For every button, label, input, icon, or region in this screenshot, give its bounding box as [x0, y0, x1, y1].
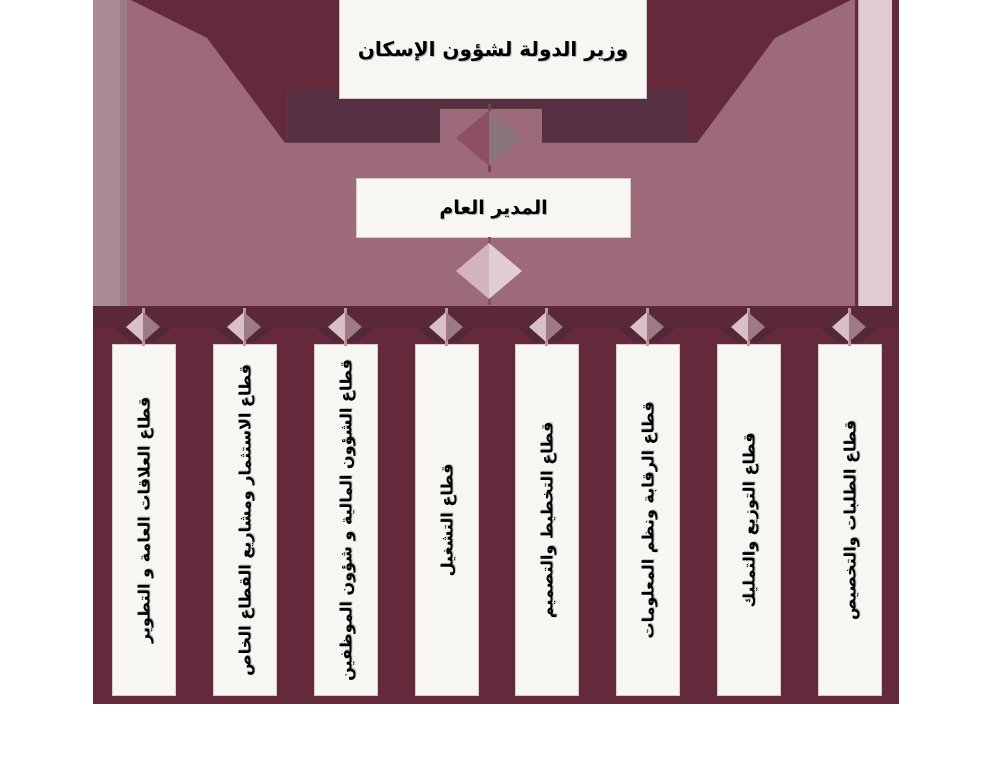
connector-diamond-sector-6 — [630, 308, 664, 346]
diamond-right-face — [489, 243, 522, 299]
sector-box-8[interactable]: قطاع الطلبات والتخصيص — [818, 344, 882, 696]
general-director-label: المدير العام — [439, 197, 548, 219]
sector-box-1[interactable]: قطاع العلاقات العامة و التطوير — [112, 344, 176, 696]
connector-diamond-director-sectors — [456, 237, 522, 305]
sector-box-4[interactable]: قطاع التشغيل — [415, 344, 479, 696]
sector-box-6[interactable]: قطاع الرقابة ونظم المعلومات — [616, 344, 680, 696]
diamond-left-face — [429, 312, 446, 342]
connector-diamond-sector-1 — [126, 308, 160, 346]
diamond-right-face — [748, 312, 765, 342]
sector-label: قطاع التشغيل — [437, 463, 457, 577]
diamond-left-face — [227, 312, 244, 342]
diamond-left-face — [328, 312, 345, 342]
sector-label: قطاع التخطيط والتصميم — [537, 421, 557, 619]
diamond-left-face — [456, 243, 489, 299]
right-pillar — [858, 0, 892, 306]
connector-diamond-sector-2 — [227, 308, 261, 346]
sector-box-2[interactable]: قطاع الاستثمار ومشاريع القطاع الخاص — [213, 344, 277, 696]
sector-label: قطاع الطلبات والتخصيص — [840, 420, 860, 620]
diamond-left-face — [731, 312, 748, 342]
diamond-right-face — [489, 110, 522, 166]
diamond-right-face — [546, 312, 563, 342]
sector-band-shade — [93, 306, 899, 328]
connector-diamond-sector-3 — [328, 308, 362, 346]
connector-diamond-minister-director — [456, 104, 522, 172]
sector-label: قطاع الاستثمار ومشاريع القطاع الخاص — [235, 364, 255, 676]
sector-band: قطاع العلاقات العامة و التطوير قطاع الاست… — [93, 306, 899, 704]
sector-box-3[interactable]: قطاع الشؤون المالية و شؤون الموظفين — [314, 344, 378, 696]
connector-diamond-sector-8 — [832, 308, 866, 346]
diamond-left-face — [832, 312, 849, 342]
right-pillar-edge — [892, 0, 899, 306]
sector-box-5[interactable]: قطاع التخطيط والتصميم — [515, 344, 579, 696]
diamond-right-face — [446, 312, 463, 342]
diamond-right-face — [647, 312, 664, 342]
sector-label: قطاع الشؤون المالية و شؤون الموظفين — [336, 359, 356, 681]
sector-label: قطاع الرقابة ونظم المعلومات — [638, 401, 658, 639]
connector-diamond-sector-4 — [429, 308, 463, 346]
diamond-right-face — [143, 312, 160, 342]
diamond-left-face — [529, 312, 546, 342]
sector-label: قطاع العلاقات العامة و التطوير — [134, 396, 154, 644]
org-chart: وزير الدولة لشؤون الإسكان المدير العام ق… — [93, 0, 899, 704]
diamond-right-face — [244, 312, 261, 342]
minister-label: وزير الدولة لشؤون الإسكان — [357, 36, 629, 61]
minister-box[interactable]: وزير الدولة لشؤون الإسكان — [339, 0, 647, 99]
general-director-box[interactable]: المدير العام — [356, 178, 631, 238]
diamond-right-face — [849, 312, 866, 342]
diamond-left-face — [456, 110, 489, 166]
left-pillar-inner — [120, 0, 127, 306]
diamond-right-face — [345, 312, 362, 342]
connector-diamond-sector-5 — [529, 308, 563, 346]
left-pillar — [93, 0, 121, 306]
sector-label: قطاع التوزيع والتمليك — [739, 432, 759, 608]
diamond-left-face — [630, 312, 647, 342]
connector-diamond-sector-7 — [731, 308, 765, 346]
diamond-left-face — [126, 312, 143, 342]
sector-box-7[interactable]: قطاع التوزيع والتمليك — [717, 344, 781, 696]
